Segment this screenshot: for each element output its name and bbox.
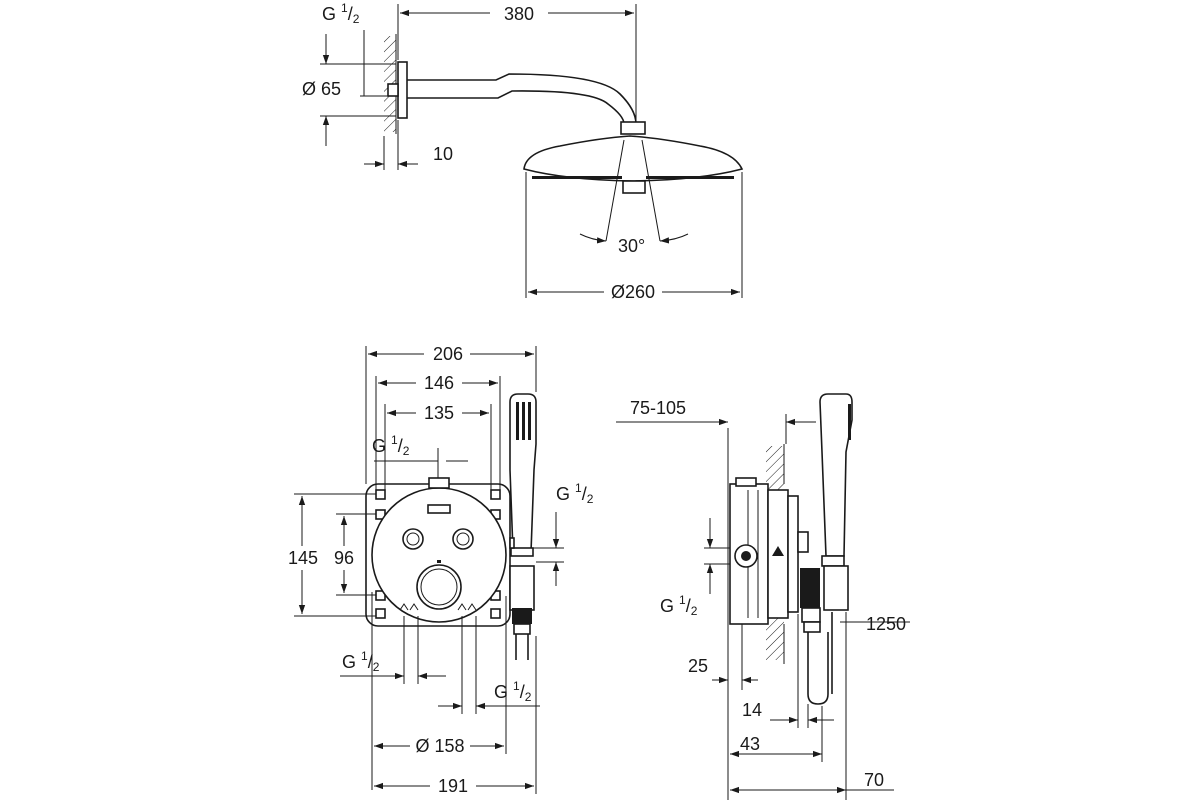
wall-flange (397, 61, 408, 119)
shower-head (523, 135, 744, 182)
side-view: 75-105 G 1/2 25 14 43 70 1250 (616, 393, 910, 800)
shower-head-view: 380 Ø 65 G 1/2 10 30° Ø260 (302, 1, 744, 303)
flow-arrow-icon (772, 546, 784, 556)
thread-label-right: G 1/2 (556, 481, 594, 506)
dim-flange-diameter: Ø 65 (302, 79, 341, 99)
thread-label-top: G 1/2 (322, 1, 360, 26)
dim-button-spacing: 96 (334, 548, 354, 568)
button-right-icon (452, 528, 474, 550)
dim-offset-43: 43 (740, 734, 760, 754)
thermostat-dial (416, 564, 462, 610)
dim-offset-70: 70 (864, 770, 884, 790)
dim-bottom-span: 191 (438, 776, 468, 796)
plate-screw-holes (375, 489, 501, 619)
dim-plate-height: 145 (288, 548, 318, 568)
dim-plate-width-inner: 135 (424, 403, 454, 423)
button-left-icon (402, 528, 424, 550)
hand-shower-side (819, 393, 853, 557)
thread-label-bottom-right: G 1/2 (494, 679, 532, 704)
thread-label-side: G 1/2 (660, 593, 698, 618)
dim-head-diameter: Ø260 (611, 282, 655, 302)
spray-nozzles (532, 176, 734, 179)
dim-hose-length: 1250 (866, 614, 906, 634)
front-view: 206 146 135 G 1/2 145 96 (286, 343, 594, 797)
dim-plate-width-outer: 206 (433, 344, 463, 364)
thread-label-plate-top: G 1/2 (372, 433, 410, 458)
shower-holder-side (823, 565, 849, 611)
hose-connector-side (800, 568, 820, 608)
brand-logo (427, 504, 451, 514)
hose-connector (512, 608, 532, 624)
thread-label-bottom-left: G 1/2 (342, 649, 380, 674)
dim-wall-depth: 75-105 (630, 398, 686, 418)
hose (807, 632, 829, 705)
dim-flange-depth: 10 (433, 144, 453, 164)
shower-holder (509, 565, 535, 611)
ball-joint (620, 121, 646, 135)
inlet-markers (399, 603, 477, 611)
dim-dial-diameter: Ø 158 (415, 736, 464, 756)
shower-arm (407, 73, 637, 125)
dim-plate-width-mid: 146 (424, 373, 454, 393)
dim-arm-length: 380 (504, 4, 534, 24)
dim-plate-projection: 25 (688, 656, 708, 676)
dim-offset-14: 14 (742, 700, 762, 720)
dim-spray-angle: 30° (618, 236, 645, 256)
